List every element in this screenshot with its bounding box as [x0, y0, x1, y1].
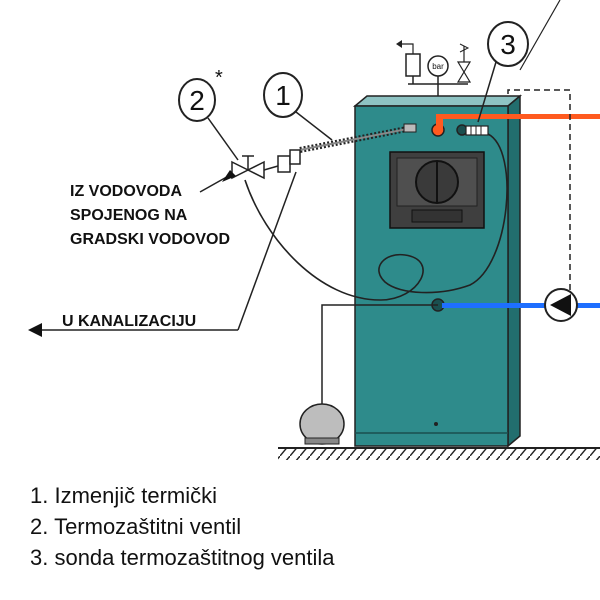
svg-text:2: 2 — [189, 85, 205, 116]
gauge-unit: bar — [432, 62, 444, 71]
capillary-tube — [244, 133, 508, 301]
legend-item-1: 1. Izmenjič termički — [30, 483, 218, 508]
probe-icon — [465, 125, 489, 136]
legend: 1. Izmenjič termički 2. Termozaštitni ve… — [30, 480, 335, 573]
label-water-supply-3: GRADSKI VODOVOD — [70, 231, 230, 248]
label-water-supply-2: SPOJENOG NA — [70, 207, 188, 224]
label-water-supply-1: IZ VODOVODA — [70, 183, 182, 200]
floor — [278, 447, 600, 460]
svg-text:*: * — [215, 67, 223, 89]
legend-item-2: 2. Termozaštitni ventil — [30, 514, 242, 539]
boiler — [352, 94, 523, 448]
svg-text:1: 1 — [275, 80, 291, 111]
drain-line — [28, 171, 297, 337]
safety-group-icon: bar — [396, 40, 472, 96]
callout-3: 3 — [487, 21, 529, 67]
hot-flow-pipe — [442, 114, 600, 119]
svg-text:3: 3 — [500, 29, 516, 60]
cold-return-pipe — [442, 303, 600, 308]
heat-exchanger-coil-icon — [299, 123, 417, 153]
callout-1: 1 — [263, 72, 303, 118]
label-drain: U KANALIZACIJU — [62, 313, 196, 330]
thermal-safety-valve-icon — [231, 149, 301, 180]
water-supply-arrow-icon — [199, 170, 236, 193]
control-line — [507, 89, 571, 300]
drain-arrow-icon — [28, 323, 42, 337]
expansion-vessel-icon — [299, 304, 438, 445]
fire-door — [389, 151, 485, 229]
circulation-pump-icon — [544, 288, 578, 322]
legend-item-3: 3. sonda termozaštitnog ventila — [30, 545, 335, 570]
callout-2: 2 * — [178, 67, 223, 122]
